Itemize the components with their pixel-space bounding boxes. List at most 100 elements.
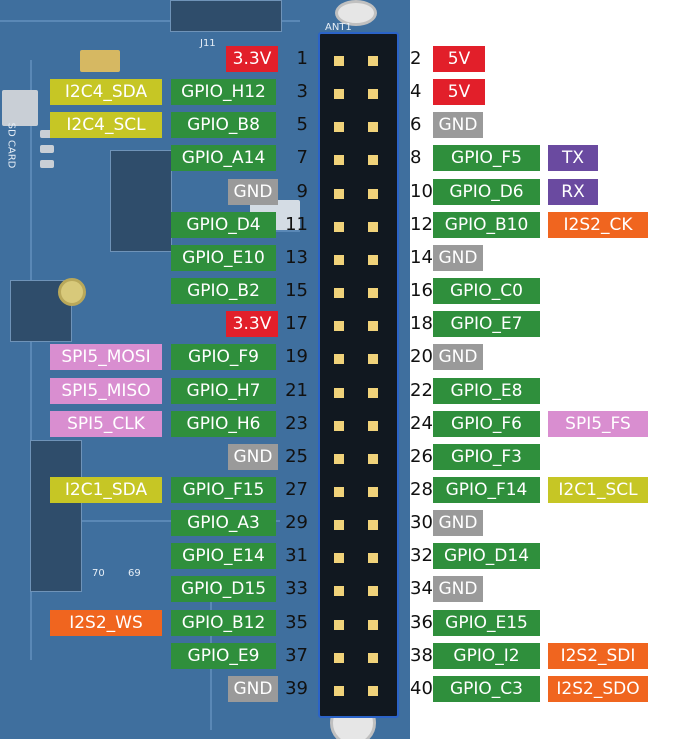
header-pin-26 [368, 453, 378, 464]
header-pin-11 [334, 221, 344, 232]
pin-32-label: GPIO_D14 [433, 543, 540, 570]
header-pin-10 [368, 188, 378, 199]
silk-j11: J11 [200, 38, 216, 49]
pin-number-16: 16 [410, 280, 433, 302]
silk-ant1: ANT1 [325, 22, 352, 33]
pin-number-33: 33 [285, 578, 308, 600]
pin-number-36: 36 [410, 611, 433, 633]
header-pin-28 [368, 486, 378, 497]
pin-number-18: 18 [410, 313, 433, 335]
pin-number-23: 23 [285, 412, 308, 434]
pin-19-label: GPIO_F9 [171, 344, 276, 371]
pin-number-9: 9 [296, 180, 308, 202]
header-pin-33 [334, 586, 344, 597]
header-pin-22 [368, 387, 378, 398]
pin-number-12: 12 [410, 213, 433, 235]
header-pin-16 [368, 288, 378, 299]
header-pin-4 [368, 89, 378, 100]
pin-number-3: 3 [296, 81, 308, 103]
pin-number-35: 35 [285, 611, 308, 633]
silk-69: 69 [128, 568, 141, 579]
header-pin-40 [368, 685, 378, 696]
pin-number-5: 5 [296, 114, 308, 136]
pin-3-alt-label: I2C4_SDA [50, 79, 162, 106]
pin-23-alt-label: SPI5_CLK [50, 410, 162, 437]
header-pin-7 [334, 155, 344, 166]
pin-34-label: GND [433, 576, 483, 603]
pin-6-label: GND [433, 112, 483, 139]
pin-number-27: 27 [285, 478, 308, 500]
header-pin-38 [368, 652, 378, 663]
header-pin-1 [334, 56, 344, 66]
pin-22-label: GPIO_E8 [433, 377, 540, 404]
pin-13-label: GPIO_E10 [171, 244, 276, 271]
header-pin-29 [334, 520, 344, 531]
header-pin-14 [368, 254, 378, 265]
pin-38-alt-label: I2S2_SDI [548, 642, 648, 669]
pin-4-label: 5V [433, 79, 485, 106]
pin-24-label: GPIO_F6 [433, 410, 540, 437]
pin-number-1: 1 [296, 48, 308, 69]
header-pin-15 [334, 288, 344, 299]
pin-27-label: GPIO_F15 [171, 476, 276, 503]
pin-number-25: 25 [285, 445, 308, 467]
pin-number-28: 28 [410, 478, 433, 500]
header-pin-17 [334, 321, 344, 332]
header-pin-12 [368, 221, 378, 232]
pin-5-alt-label: I2C4_SCL [50, 112, 162, 139]
header-pin-32 [368, 553, 378, 564]
pin-9-label: GND [228, 178, 278, 205]
pin-number-13: 13 [285, 246, 308, 268]
pin-8-alt-label: TX [548, 145, 598, 172]
header-pin-36 [368, 619, 378, 630]
header-pin-9 [334, 188, 344, 199]
pin-number-11: 11 [285, 213, 308, 235]
header-pin-13 [334, 254, 344, 265]
pin-12-label: GPIO_B10 [433, 211, 540, 238]
header-pin-20 [368, 354, 378, 365]
header-pin-39 [334, 685, 344, 696]
pin-number-4: 4 [410, 81, 422, 103]
header-pin-19 [334, 354, 344, 365]
pin-18-label: GPIO_E7 [433, 311, 540, 338]
header-pin-35 [334, 619, 344, 630]
pin-35-label: GPIO_B12 [171, 609, 276, 636]
pin-number-29: 29 [285, 512, 308, 534]
pin-15-label: GPIO_B2 [171, 278, 276, 305]
header-pin-27 [334, 486, 344, 497]
pin-number-40: 40 [410, 677, 433, 699]
pin-number-2: 2 [410, 48, 422, 69]
header-pin-21 [334, 387, 344, 398]
pin-number-26: 26 [410, 445, 433, 467]
pin-24-alt-label: SPI5_FS [548, 410, 648, 437]
pin-28-label: GPIO_F14 [433, 476, 540, 503]
pin-number-15: 15 [285, 280, 308, 302]
pin-35-alt-label: I2S2_WS [50, 609, 162, 636]
pin-number-37: 37 [285, 644, 308, 666]
header-pin-2 [368, 56, 378, 66]
pin-8-label: GPIO_F5 [433, 145, 540, 172]
pin-number-19: 19 [285, 346, 308, 368]
pin-26-label: GPIO_F3 [433, 443, 540, 470]
pin-19-alt-label: SPI5_MOSI [50, 344, 162, 371]
pin-27-alt-label: I2C1_SDA [50, 476, 162, 503]
pin-number-14: 14 [410, 246, 433, 268]
pin-14-label: GND [433, 244, 483, 271]
silk-70: 70 [92, 568, 105, 579]
pin-number-6: 6 [410, 114, 422, 136]
pin-31-label: GPIO_E14 [171, 543, 276, 570]
silk-sd-card: SD CARD [5, 122, 17, 169]
pin-17-label: 3.3V [226, 311, 278, 338]
header-pin-37 [334, 652, 344, 663]
pin-number-39: 39 [285, 677, 308, 699]
header-pin-31 [334, 553, 344, 564]
header-pin-8 [368, 155, 378, 166]
pin-16-label: GPIO_C0 [433, 278, 540, 305]
pin-33-label: GPIO_D15 [171, 576, 276, 603]
pin-number-20: 20 [410, 346, 433, 368]
pin-number-31: 31 [285, 545, 308, 567]
pin-2-label: 5V [433, 46, 485, 72]
pin-38-label: GPIO_I2 [433, 642, 540, 669]
pin-number-32: 32 [410, 545, 433, 567]
header-pin-34 [368, 586, 378, 597]
